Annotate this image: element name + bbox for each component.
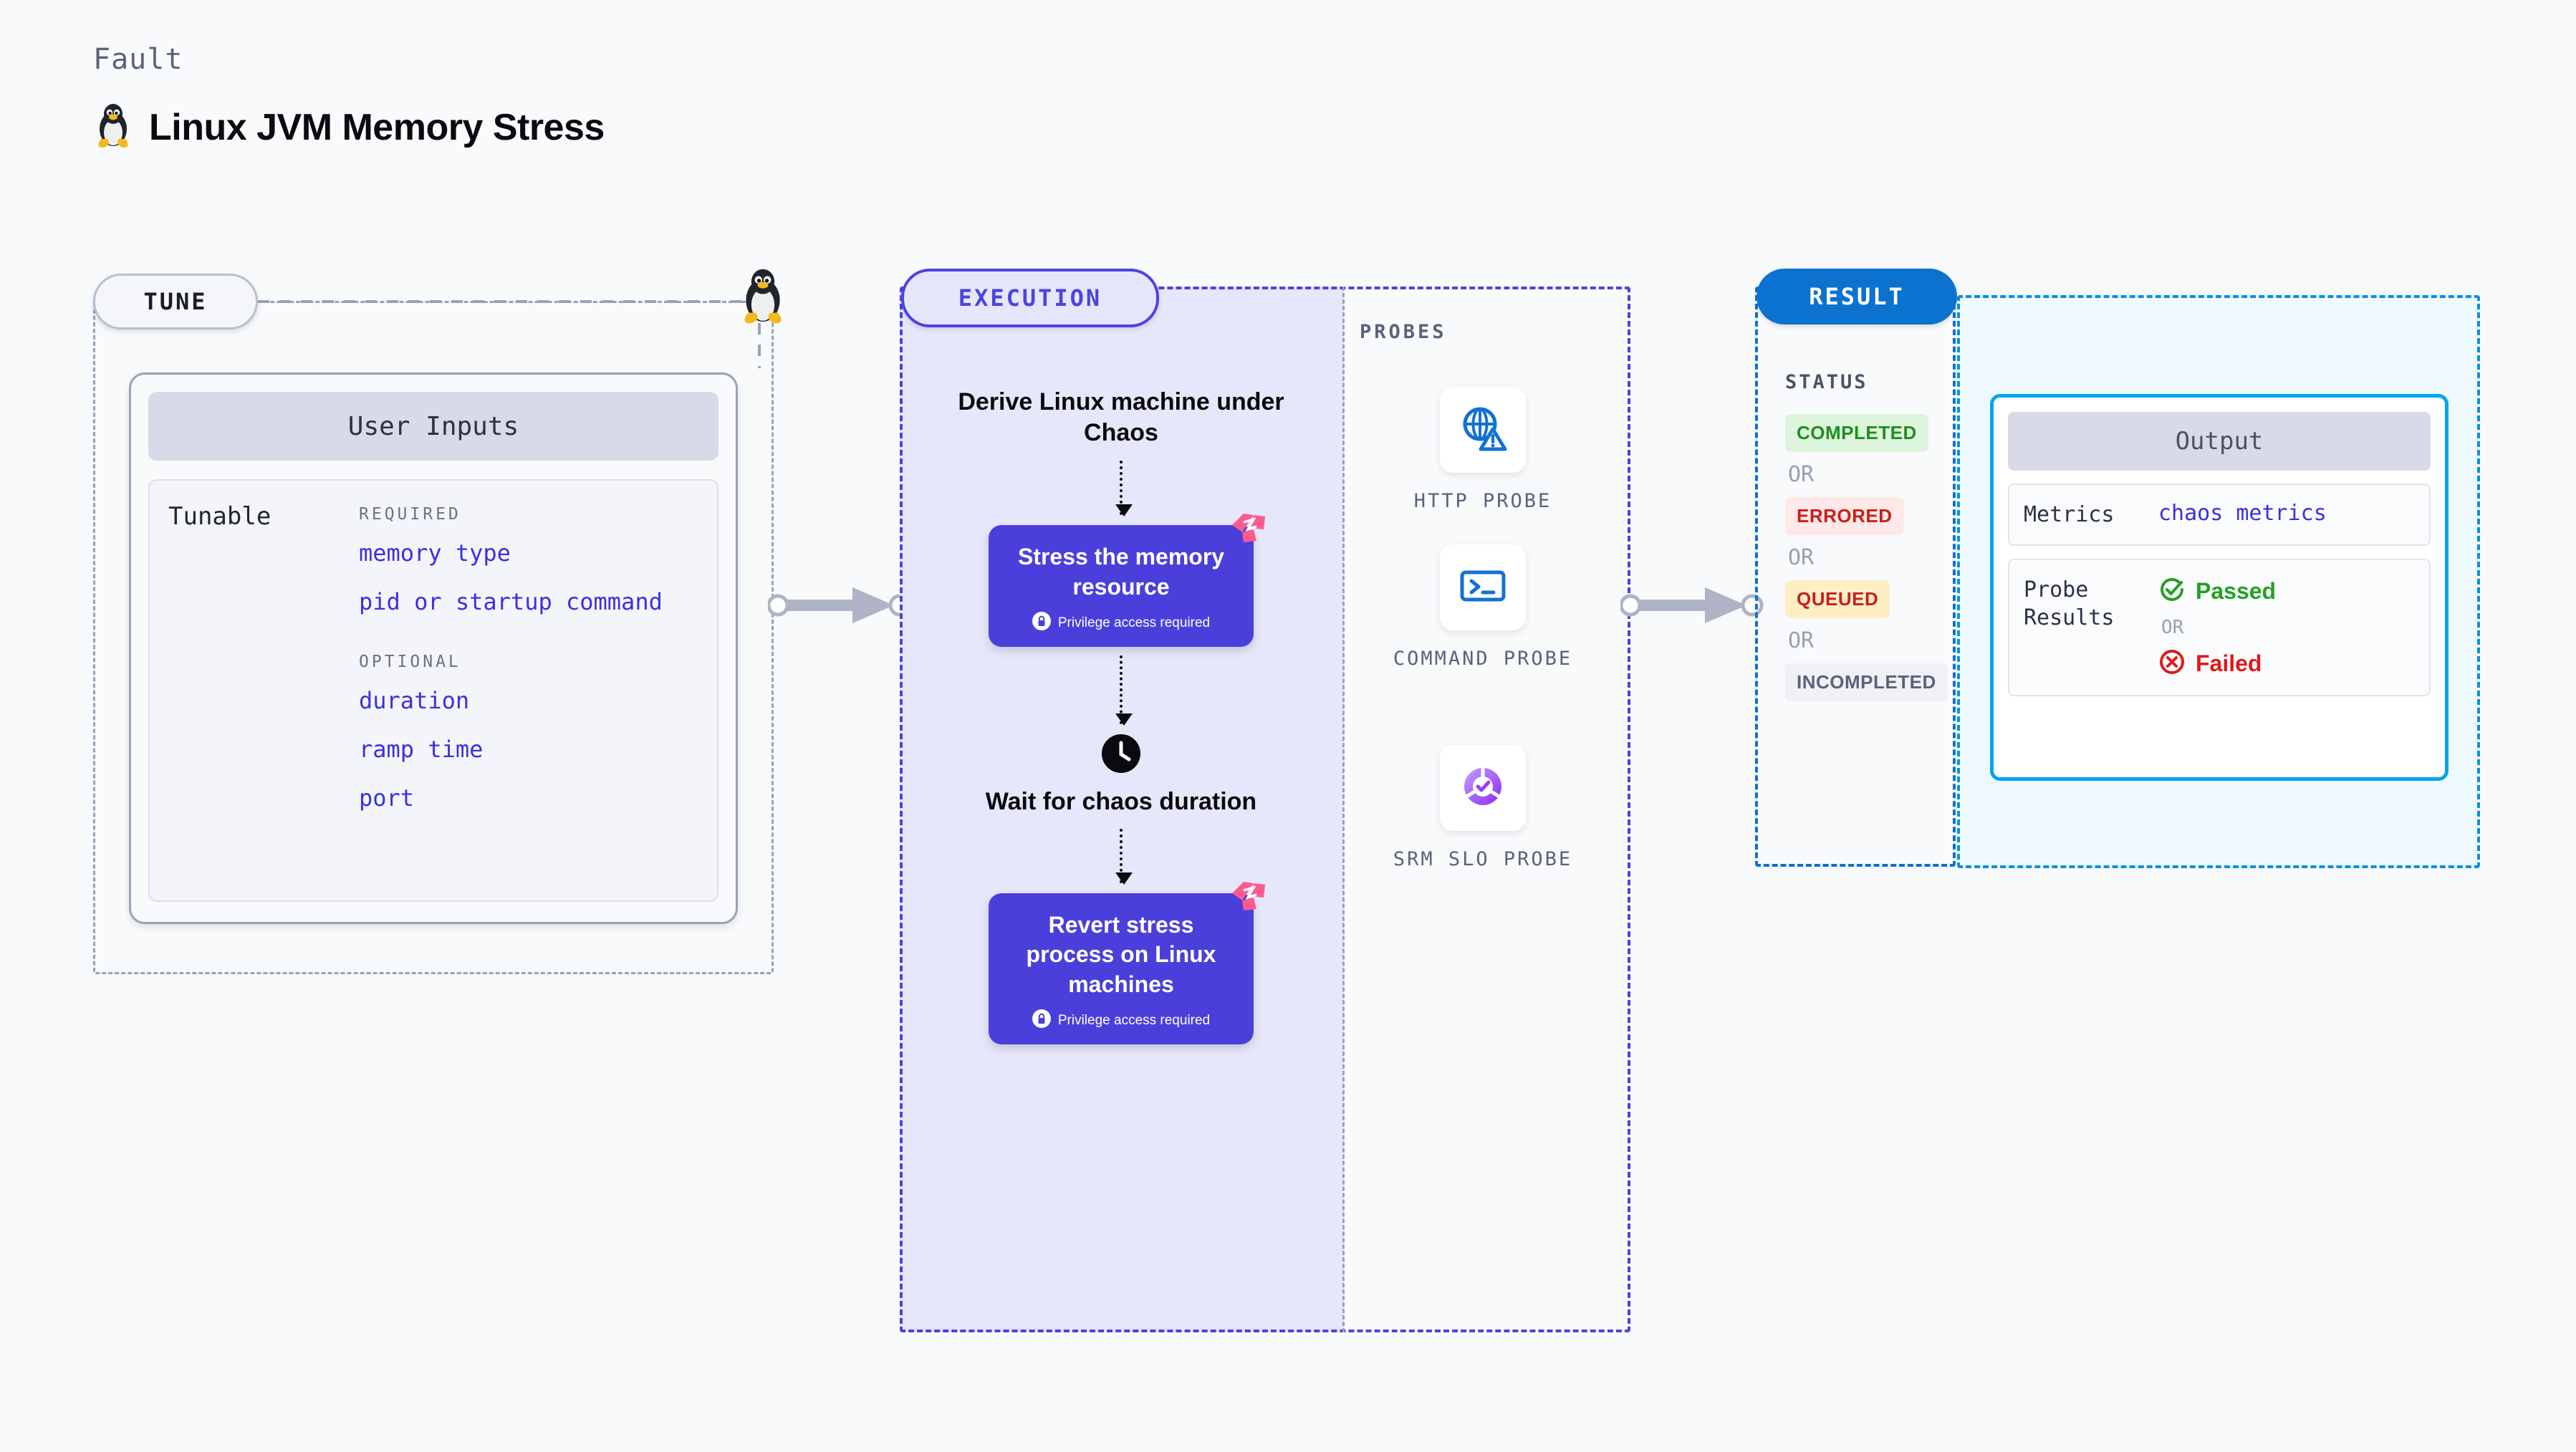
- probes-divider: [1342, 287, 1345, 1332]
- probe-tile: [1440, 745, 1526, 831]
- output-card: Output Metrics chaos metrics Probe Resul…: [1990, 394, 2448, 781]
- probe-http[interactable]: HTTP PROBE: [1375, 387, 1590, 514]
- probe-srm-slo[interactable]: SRM SLO PROBE: [1375, 745, 1590, 872]
- status-list: COMPLETED OR ERRORED OR QUEUED OR INCOMP…: [1785, 414, 1948, 701]
- lock-icon: [1032, 1009, 1051, 1032]
- privilege-note: Privilege access required: [1057, 1012, 1211, 1028]
- output-row-probe-results: Probe Results Passed OR: [2008, 559, 2431, 696]
- clock-icon: [1102, 734, 1140, 777]
- probe-tile: [1440, 544, 1526, 630]
- page-title: Linux JVM Memory Stress: [93, 102, 605, 153]
- arrow-tune-to-execution: [768, 587, 911, 623]
- probe-result-passed: Passed: [2158, 576, 2276, 607]
- status-badge-completed: COMPLETED: [1785, 414, 1928, 452]
- status-or-1: OR: [1788, 462, 1815, 487]
- terminal-icon: [1456, 559, 1509, 616]
- probe-results-label: Probe Results: [2024, 577, 2115, 630]
- probes-title: PROBES: [1360, 321, 1447, 343]
- privilege-row: Privilege access required: [1003, 612, 1239, 634]
- litmus-ribbon-icon: [1232, 881, 1267, 918]
- output-row-metrics: Metrics chaos metrics: [2008, 484, 2431, 546]
- execution-card-revert[interactable]: Revert stress process on Linux machines …: [989, 881, 1265, 1045]
- execution-probes-container: [900, 287, 1630, 1332]
- failed-label: Failed: [2196, 650, 2262, 676]
- tunable-group-title-optional: OPTIONAL: [359, 653, 461, 671]
- eyebrow-label: Fault: [93, 43, 183, 76]
- tunable-list: REQUIRED memory type pid or startup comm…: [359, 502, 663, 879]
- status-badge-queued: QUEUED: [1785, 580, 1890, 618]
- execution-step-wait: Wait for chaos duration: [985, 788, 1257, 816]
- execution-card-revert-title: Revert stress process on Linux machines: [1026, 911, 1216, 997]
- execution-flow: Derive Linux machine under Chaos Stress …: [931, 387, 1311, 1045]
- probe-command-label: COMMAND PROBE: [1393, 648, 1573, 670]
- page-title-text: Linux JVM Memory Stress: [149, 106, 605, 148]
- tunable-panel: Tunable REQUIRED memory type pid or star…: [148, 479, 719, 902]
- output-title: Output: [2008, 412, 2431, 471]
- execution-step-derive: Derive Linux machine under Chaos: [958, 388, 1284, 446]
- globe-warning-icon: [1456, 402, 1509, 458]
- probe-command[interactable]: COMMAND PROBE: [1375, 544, 1590, 672]
- tune-badge[interactable]: TUNE: [93, 274, 258, 330]
- user-inputs-title: User Inputs: [148, 392, 719, 461]
- tunable-item-ramp-time[interactable]: ramp time: [359, 736, 484, 763]
- probe-srm-slo-label: SRM SLO PROBE: [1393, 848, 1573, 870]
- linux-penguin-icon-connector: [738, 266, 788, 329]
- metrics-label: Metrics: [2024, 502, 2115, 527]
- arrow-probes-to-result: [1620, 587, 1764, 623]
- status-or-2: OR: [1788, 545, 1815, 570]
- passed-label: Passed: [2196, 578, 2277, 604]
- tunable-label: Tunable: [168, 502, 271, 531]
- privilege-row: Privilege access required: [1003, 1009, 1239, 1032]
- status-or-3: OR: [1788, 628, 1815, 653]
- x-circle-icon: [2158, 648, 2186, 679]
- litmus-ribbon-icon: [1232, 514, 1267, 550]
- tunable-item-port[interactable]: port: [359, 784, 415, 812]
- flow-arrow-1: [1115, 461, 1133, 516]
- flow-arrow-2: [1115, 655, 1133, 726]
- tunable-item-duration[interactable]: duration: [359, 687, 470, 714]
- privilege-note: Privilege access required: [1057, 615, 1211, 630]
- tunable-item-memory-type[interactable]: memory type: [359, 539, 511, 567]
- execution-card-stress-title: Stress the memory resource: [1017, 544, 1225, 600]
- tune-dashed-connector: [258, 300, 761, 368]
- probe-tile: [1440, 387, 1526, 473]
- probe-result-failed: Failed: [2158, 648, 2276, 679]
- probe-http-label: HTTP PROBE: [1413, 490, 1552, 512]
- tunable-group-title-required: REQUIRED: [359, 505, 461, 524]
- status-badge-incompleted: INCOMPLETED: [1785, 663, 1948, 701]
- lock-icon: [1032, 612, 1051, 634]
- page-header: Fault Linux JVM Memory Stress: [93, 43, 605, 153]
- status-badge-errored: ERRORED: [1785, 497, 1904, 535]
- user-inputs-card: User Inputs Tunable REQUIRED memory type…: [129, 372, 738, 924]
- metrics-value[interactable]: chaos metrics: [2158, 501, 2327, 526]
- check-circle-icon: [2158, 576, 2186, 607]
- slo-donut-check-icon: [1456, 760, 1509, 817]
- probe-result-or: OR: [2161, 617, 2184, 638]
- flow-arrow-3: [1115, 828, 1133, 885]
- result-badge[interactable]: RESULT: [1756, 269, 1957, 324]
- tunable-item-pid-or-startup-command[interactable]: pid or startup command: [359, 588, 663, 615]
- linux-penguin-icon: [93, 102, 133, 153]
- execution-badge[interactable]: EXECUTION: [901, 269, 1159, 327]
- execution-card-stress[interactable]: Stress the memory resource Privilege acc…: [989, 514, 1265, 648]
- probe-results-values: Passed OR Failed: [2158, 576, 2276, 679]
- status-title: STATUS: [1785, 371, 1868, 393]
